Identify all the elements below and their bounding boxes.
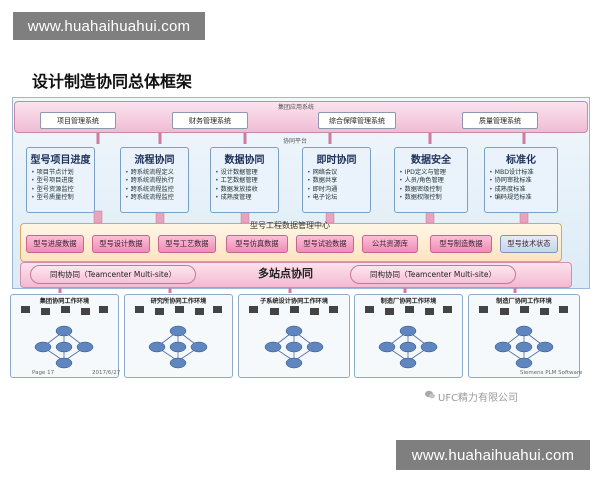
env-panel-factory-2: 制造厂协同工作环境 bbox=[468, 294, 580, 378]
multisite-right-pill: 同构协同（Teamcenter Multi-site） bbox=[350, 265, 516, 284]
module-title: 数据安全 bbox=[411, 155, 451, 166]
env-title: 研究所协同工作环境 bbox=[150, 298, 207, 305]
platform-label: 协同平台 bbox=[283, 138, 308, 145]
env-title: 制造厂协同工作环境 bbox=[496, 298, 552, 305]
company-watermark: UFC精力有限公司 bbox=[438, 393, 519, 404]
env-title: 子系统设计协同工作环境 bbox=[259, 298, 329, 305]
data-button-process: 型号工艺数据 bbox=[158, 235, 216, 253]
module-item: 型号项目进度 bbox=[31, 177, 94, 185]
module-title: 型号项目进度 bbox=[30, 155, 91, 166]
module-item: 即时沟通 bbox=[307, 186, 370, 194]
module-item: 工艺数据管理 bbox=[215, 177, 278, 185]
env-panel-institute: 研究所协同工作环境 bbox=[124, 294, 233, 378]
module-item: 数据权限控制 bbox=[399, 194, 467, 202]
module-item: 成熟度管理 bbox=[215, 194, 278, 202]
module-item: 跨系统流程监控 bbox=[125, 194, 188, 202]
system-band-label: 集团应用系统 bbox=[278, 104, 315, 111]
data-button-progress: 型号进度数据 bbox=[26, 235, 84, 253]
page-title: 设计制造协同总体框架 bbox=[32, 72, 193, 91]
module-data-collab: 数据协同 设计数据管理 工艺数据管理 数据发放接收 成熟度管理 bbox=[210, 147, 279, 213]
data-center-title: 型号工程数据管理中心 bbox=[250, 221, 330, 230]
connector-1 bbox=[93, 210, 103, 224]
module-item: 跨系统流程监控 bbox=[125, 186, 188, 194]
module-standardization: 标准化 MBD设计标准 协同审批标准 成熟度标准 编码规范标准 bbox=[484, 147, 558, 213]
module-item: 协同审批标准 bbox=[489, 177, 557, 185]
watermark-top: www.huahaihuahui.com bbox=[13, 12, 205, 40]
module-item: 数据共享 bbox=[307, 177, 370, 185]
module-item: 项目节点计划 bbox=[31, 169, 94, 177]
data-button-tech-status: 型号技术状态 bbox=[500, 235, 558, 253]
watermark-bottom: www.huahaihuahui.com bbox=[396, 440, 590, 470]
multisite-left-pill: 同构协同（Teamcenter Multi-site） bbox=[30, 265, 196, 284]
module-item: 数据发放接收 bbox=[215, 186, 278, 194]
env-panel-group: 集团协同工作环境 bbox=[10, 294, 119, 378]
env-network-diagram bbox=[135, 306, 222, 369]
data-button-simulation: 型号仿真数据 bbox=[226, 235, 288, 253]
footer-copyright: Siemens PLM Software bbox=[520, 370, 583, 376]
module-item: 人员/角色管理 bbox=[399, 177, 467, 185]
system-button-support: 综合保障管理系统 bbox=[318, 112, 396, 129]
module-item: 设计数据管理 bbox=[215, 169, 278, 177]
module-process-collab: 流程协同 跨系统流程定义 跨系统流程执行 跨系统流程监控 跨系统流程监控 bbox=[120, 147, 189, 213]
module-instant-collab: 即时协同 网络会议 数据共享 即时沟通 电子论坛 bbox=[302, 147, 371, 213]
module-title: 流程协同 bbox=[134, 155, 175, 166]
module-item: MBD设计标准 bbox=[489, 169, 557, 177]
module-item: 网络会议 bbox=[307, 169, 370, 177]
module-item: 电子论坛 bbox=[307, 194, 370, 202]
data-button-manufacturing: 型号制造数据 bbox=[430, 235, 492, 253]
env-title: 集团协同工作环境 bbox=[39, 298, 90, 305]
module-title: 标准化 bbox=[506, 155, 536, 166]
module-item: 成熟度标准 bbox=[489, 186, 557, 194]
footer-date: 2017/6/27 bbox=[92, 370, 121, 376]
env-panel-factory-1: 制造厂协同工作环境 bbox=[354, 294, 463, 378]
module-item: 型号资源监控 bbox=[31, 186, 94, 194]
module-item: 跨系统流程执行 bbox=[125, 177, 188, 185]
multisite-center-label: 多站点协同 bbox=[258, 267, 313, 280]
data-button-public-library: 公共资源库 bbox=[362, 235, 418, 253]
env-title: 制造厂协同工作环境 bbox=[380, 298, 437, 305]
data-button-test: 型号试验数据 bbox=[296, 235, 354, 253]
module-item: 数据密级控制 bbox=[399, 186, 467, 194]
module-item: 编码规范标准 bbox=[489, 194, 557, 202]
env-network-diagram bbox=[249, 306, 338, 369]
module-project-progress: 型号项目进度 项目节点计划 型号项目进度 型号资源监控 型号质量控制 bbox=[26, 147, 95, 213]
system-button-finance: 财务管理系统 bbox=[172, 112, 248, 129]
data-button-design: 型号设计数据 bbox=[92, 235, 150, 253]
system-button-project: 项目管理系统 bbox=[40, 112, 116, 129]
env-network-diagram bbox=[479, 306, 568, 369]
env-panel-subsystem: 子系统设计协同工作环境 bbox=[238, 294, 350, 378]
module-item: IPD定义与管理 bbox=[399, 169, 467, 177]
module-item: 跨系统流程定义 bbox=[125, 169, 188, 177]
module-title: 数据协同 bbox=[224, 155, 265, 166]
module-item: 型号质量控制 bbox=[31, 194, 94, 202]
system-button-quality: 质量管理系统 bbox=[462, 112, 538, 129]
module-data-security: 数据安全 IPD定义与管理 人员/角色管理 数据密级控制 数据权限控制 bbox=[394, 147, 468, 213]
env-network-diagram bbox=[365, 306, 452, 369]
module-title: 即时协同 bbox=[316, 155, 357, 166]
wechat-icon bbox=[425, 390, 435, 399]
footer-page: Page 17 bbox=[32, 370, 55, 376]
env-network-diagram bbox=[21, 306, 108, 369]
